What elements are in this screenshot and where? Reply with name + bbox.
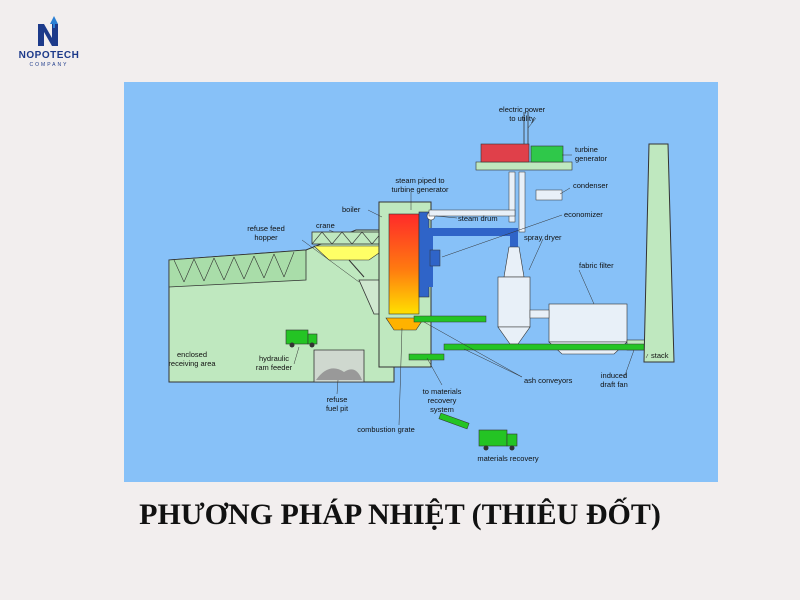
steam-pipe [508,171,516,223]
label-recovery: recovery [428,396,457,405]
label-steam-piped: steam piped to [395,176,444,185]
label-economizer: economizer [564,210,603,219]
label-turbine: turbine [575,145,598,154]
brand-name: NOPOTECH [18,50,80,61]
condenser-pipe [518,171,526,233]
logo-mark-icon [38,16,58,46]
label-system: system [430,405,454,414]
label-enclosed: enclosed [177,350,207,359]
label-crane: crane [316,221,335,230]
delivery-truck [285,329,309,345]
label-receiving-area: receiving area [168,359,216,368]
brand-tagline: COMPANY [29,62,69,68]
label-stack: stack [651,351,669,360]
label-boiler: boiler [342,205,361,214]
turbine [480,143,530,163]
label-hopper: hopper [254,233,278,242]
economizer [429,249,441,267]
leader-lines [293,117,649,426]
label-to-materials: to materials [423,387,462,396]
recovery-conveyor [438,412,470,430]
label-draft-fan: draft fan [600,380,628,389]
ash-conveyor-upper [413,315,487,323]
spray-dryer [497,276,531,328]
page-caption: PHƯƠNG PHÁP NHIỆT (THIÊU ĐỐT) [139,498,661,531]
label-to-utility: to utility [509,114,535,123]
condenser [535,189,563,201]
label-combustion-grate: combustion grate [357,425,415,434]
incinerator-diagram: electric power to utility turbine genera… [124,82,718,482]
label-refuse: refuse [327,395,348,404]
flue-duct [425,228,518,287]
stack [643,143,675,363]
label-ram-feeder: ram feeder [256,363,293,372]
boiler-furnace [388,213,420,315]
label-fabric-filter: fabric filter [579,261,614,270]
label-ash-conveyors: ash conveyors [524,376,573,385]
fabric-filter [548,303,628,343]
label-materials-recovery: materials recovery [477,454,539,463]
recovery-truck [478,429,508,447]
label-refuse-feed: refuse feed [247,224,285,233]
label-steam-drum: steam drum [458,214,498,223]
label-fuel-pit: fuel pit [326,404,349,413]
label-induced: induced [601,371,627,380]
label-turbine-generator: turbine generator [391,185,449,194]
ash-conveyor-lower [443,343,645,351]
label-hydraulic: hydraulic [259,354,289,363]
company-logo: NOPOTECH COMPANY [14,12,84,70]
generator [530,145,564,163]
label-electric-power: electric power [499,105,546,114]
label-spray-dryer: spray dryer [524,233,562,242]
roof-truss [173,251,295,283]
label-generator: generator [575,154,608,163]
label-condenser: condenser [573,181,609,190]
crane-grab [313,245,390,261]
turbine-platform [475,161,573,171]
